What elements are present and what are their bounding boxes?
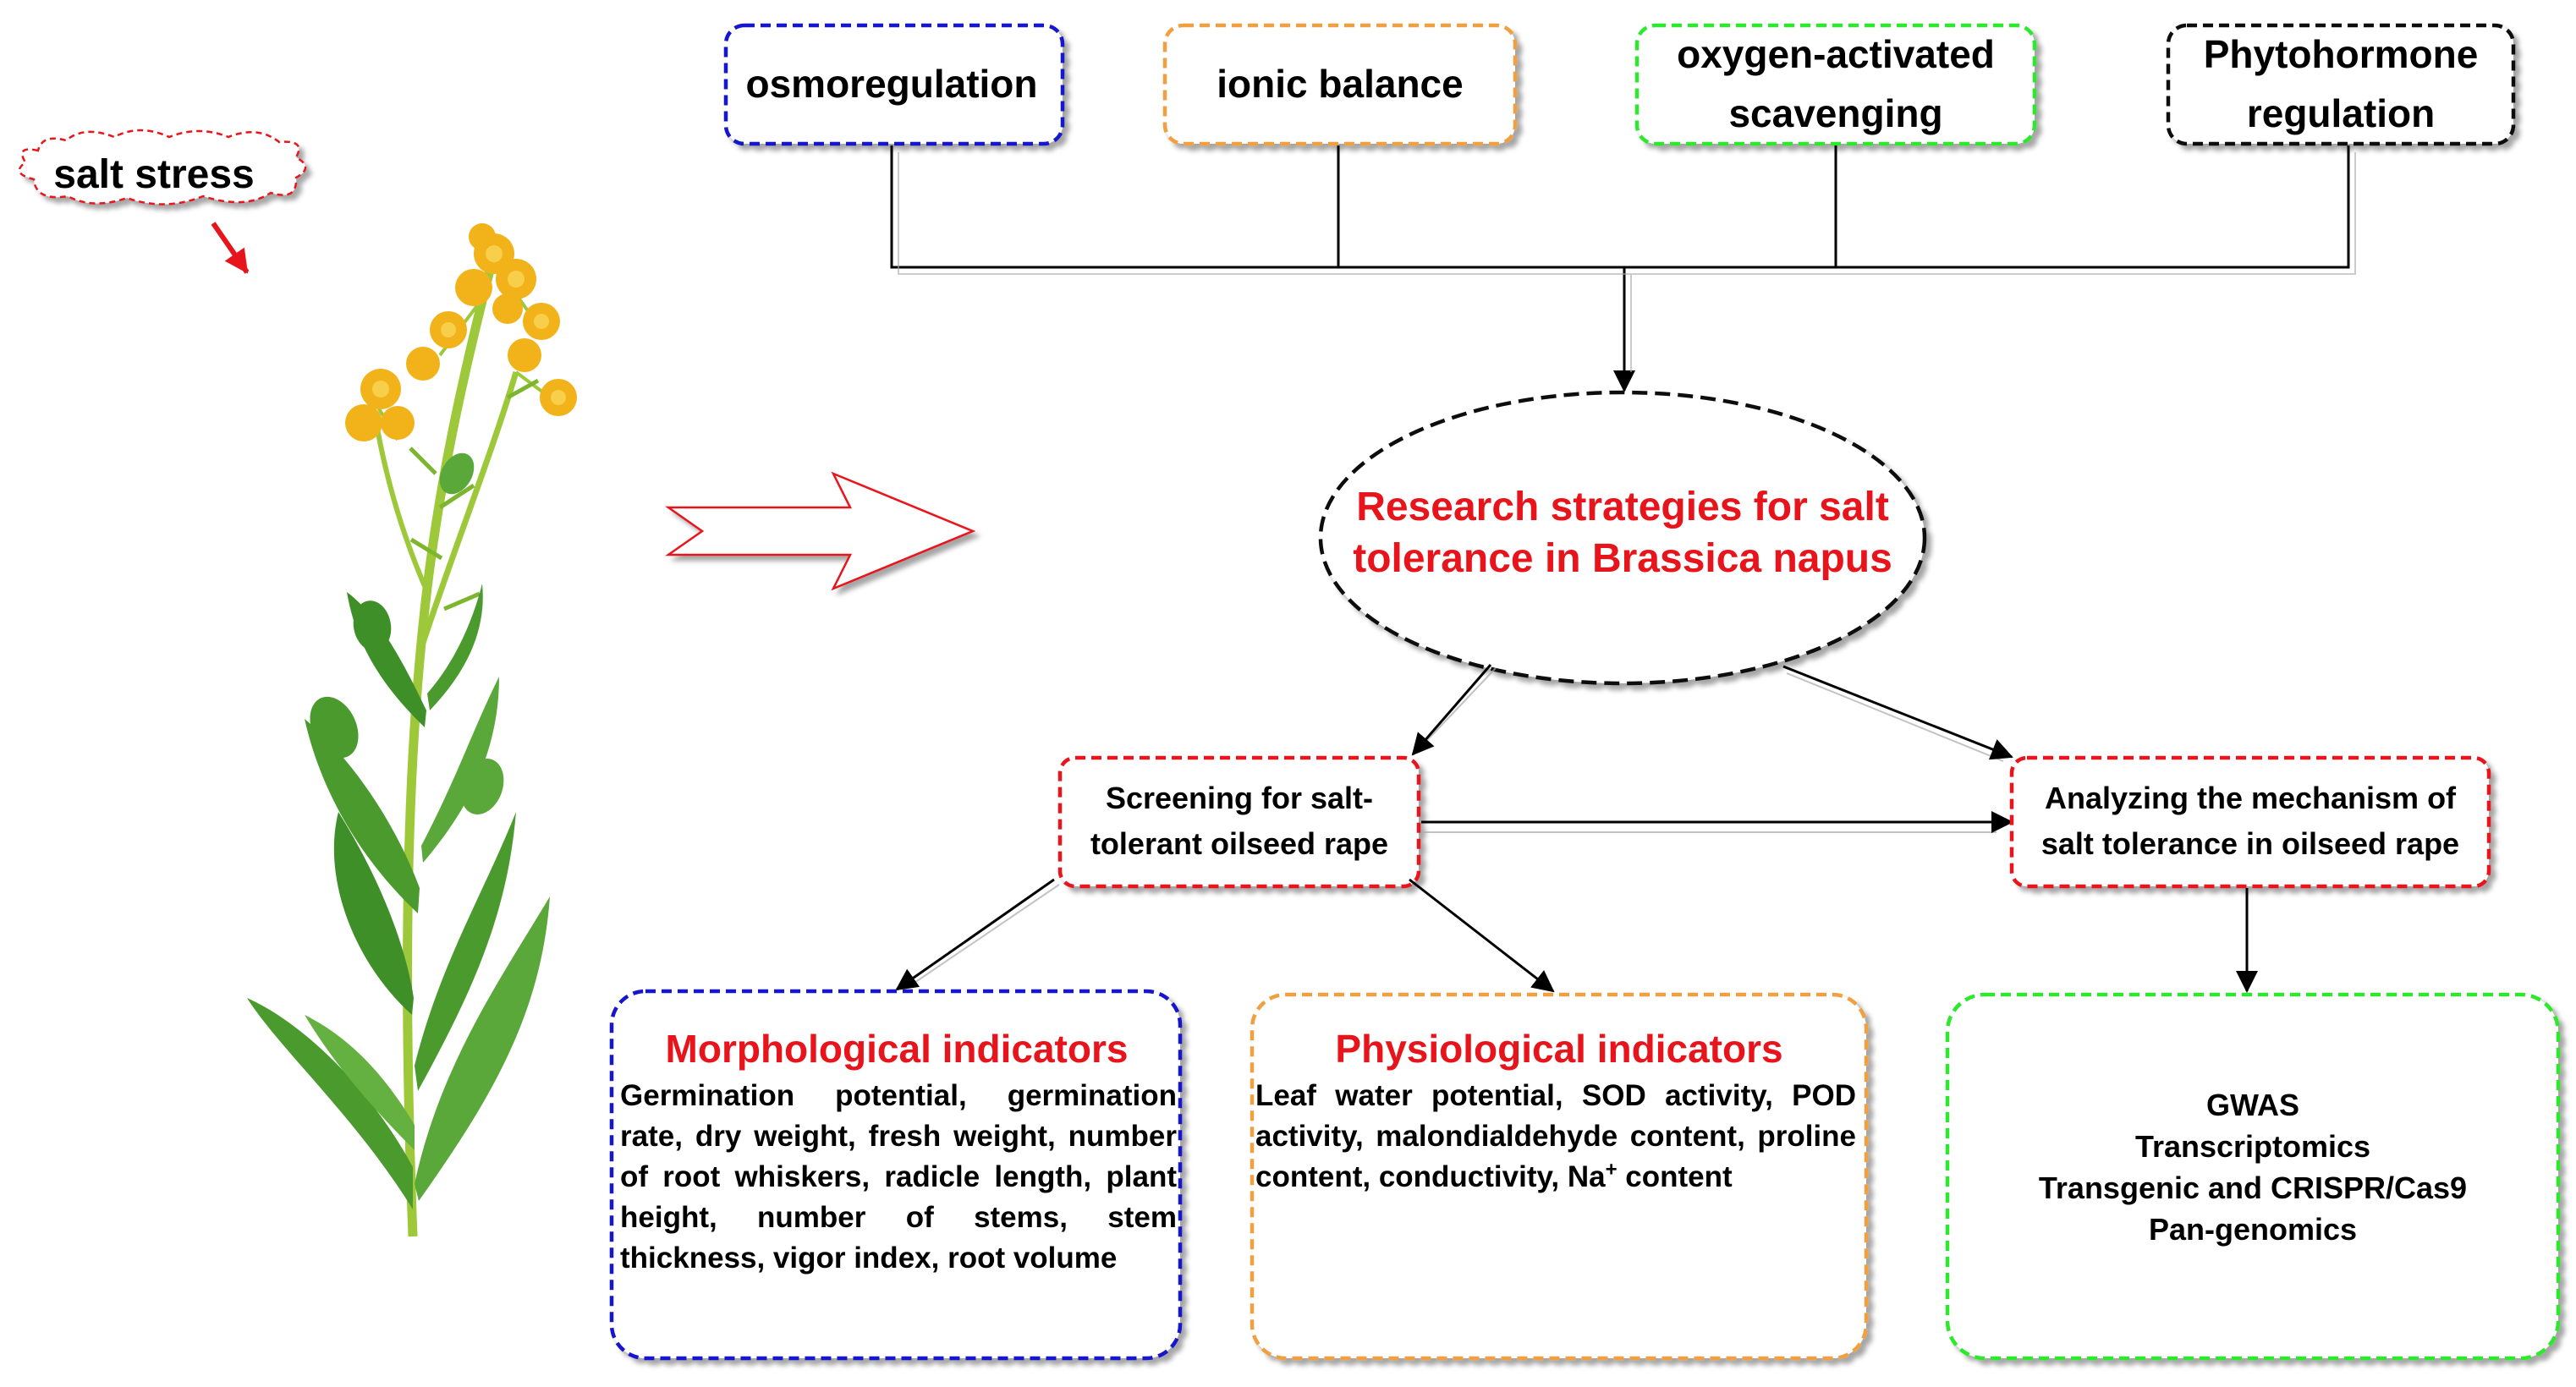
mechanism-label-ros-line2: scavenging	[1728, 91, 1942, 135]
mechanism-label-ionic-balance: ionic balance	[1217, 62, 1463, 106]
mechanism-bracket-connector	[890, 145, 2350, 392]
analyzing-line2: salt tolerance in oilseed rape	[2041, 826, 2459, 861]
analyzing-line1: Analyzing the mechanism of	[2045, 781, 2457, 815]
mechanism-label-phytohormone-line2: regulation	[2247, 91, 2435, 135]
analyzing-node: Analyzing the mechanism of salt toleranc…	[2009, 755, 2491, 889]
morphological-title: Morphological indicators	[666, 1027, 1129, 1071]
methods-box	[1945, 992, 2561, 1361]
salt-stress-node: salt stress	[18, 129, 307, 274]
ellipse-to-screening-arrow	[1411, 664, 1497, 756]
screening-node: Screening for salt- tolerant oilseed rap…	[1057, 755, 1421, 889]
physiological-text-main: Leaf water potential, SOD activity, POD …	[1255, 1079, 1856, 1193]
physiological-text-tail: content	[1617, 1160, 1733, 1193]
screening-to-morphological-arrow	[895, 878, 1060, 991]
mechanism-label-phytohormone-line1: Phytohormone	[2204, 32, 2479, 76]
method-item-transcriptomics: Transcriptomics	[2134, 1129, 2371, 1164]
salt-stress-arrow	[211, 222, 250, 274]
big-hollow-arrow-icon	[665, 471, 976, 591]
physiological-text-sup: +	[1605, 1158, 1618, 1181]
mechanism-label-osmoregulation: osmoregulation	[745, 62, 1037, 106]
mechanism-box-ionic-balance: ionic balance	[1162, 23, 1518, 146]
mechanism-box-osmoregulation: osmoregulation	[723, 23, 1065, 146]
method-item-transgenic-crispr: Transgenic and CRISPR/Cas9	[2038, 1170, 2468, 1205]
salt-stress-cloud-icon	[18, 129, 307, 206]
research-strategies-line2: tolerance in Brassica napus	[1353, 536, 1892, 581]
screening-to-analyzing-arrow	[1421, 811, 2013, 833]
salt-stress-label: salt stress	[53, 152, 255, 197]
method-item-gwas: GWAS	[2205, 1088, 2299, 1122]
method-item-pan-genomics: Pan-genomics	[2148, 1212, 2358, 1247]
screening-line2: tolerant oilseed rape	[1090, 826, 1388, 861]
screening-line1: Screening for salt-	[1106, 781, 1373, 815]
mechanism-box-phytohormone: Phytohormone regulation	[2166, 23, 2516, 146]
mechanism-box-ros-scavenging: oxygen-activated scavenging	[1634, 23, 2037, 146]
research-strategies-node: Research strategies for salt tolerance i…	[1318, 390, 1927, 686]
physiological-indicators-text: Leaf water potential, SOD activity, POD …	[1255, 1076, 1856, 1198]
rapeseed-plant-icon	[247, 223, 577, 1237]
ellipse-to-analyzing-arrow	[1782, 665, 2013, 762]
physiological-box	[1250, 992, 1869, 1361]
methods-list: GWAS Transcriptomics Transgenic and CRIS…	[1947, 1084, 2558, 1250]
research-strategies-line1: Research strategies for salt	[1356, 485, 1889, 529]
physiological-title: Physiological indicators	[1335, 1027, 1782, 1071]
morphological-box	[609, 989, 1183, 1361]
morphological-indicators-text: Germination potential, germination rate,…	[620, 1079, 1177, 1275]
mechanism-label-ros-line1: oxygen-activated	[1677, 32, 1995, 76]
screening-to-physiological-arrow	[1409, 878, 1555, 993]
